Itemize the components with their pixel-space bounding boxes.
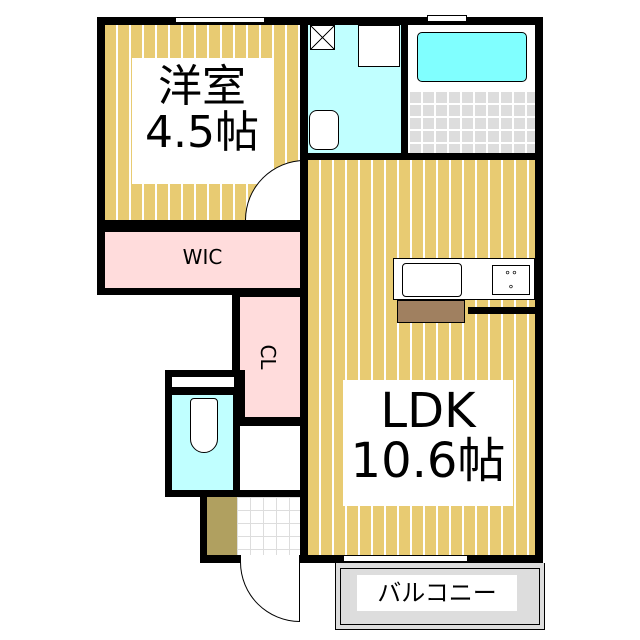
washbasin-icon[interactable] [309, 110, 339, 150]
stove-icon: ∘∘∘ [492, 265, 530, 295]
wic-label: WIC [182, 245, 223, 269]
washing-machine-space[interactable] [358, 25, 400, 67]
closet-label: CL [256, 344, 280, 370]
western-room-size: 4.5帖 [145, 107, 259, 159]
entrance-floor [237, 497, 300, 555]
bath-window [427, 15, 467, 22]
ldk-size: 10.6帖 [350, 433, 506, 490]
toilet-icon[interactable] [190, 398, 218, 453]
western-room-name: 洋室 [158, 61, 246, 112]
kitchen-partition [468, 307, 538, 314]
counter-bar [397, 300, 465, 323]
western-room-label: 洋室 4.5帖 [132, 58, 272, 184]
bathtub-basin [417, 32, 527, 82]
hall-floor [240, 425, 300, 490]
ldk-label: LDK 10.6帖 [343, 380, 513, 506]
ldk-name: LDK [380, 383, 476, 439]
kitchen-sink-icon [402, 263, 462, 297]
balcony-label: バルコニー [357, 575, 517, 611]
entrance-step [207, 497, 237, 555]
entrance-door[interactable] [240, 555, 300, 622]
toilet-vent [172, 377, 234, 387]
ventilation-icon [310, 25, 335, 50]
western-window [175, 17, 265, 23]
closet-floor [240, 297, 300, 417]
wic-floor [105, 232, 300, 288]
ldk-window [343, 555, 468, 562]
